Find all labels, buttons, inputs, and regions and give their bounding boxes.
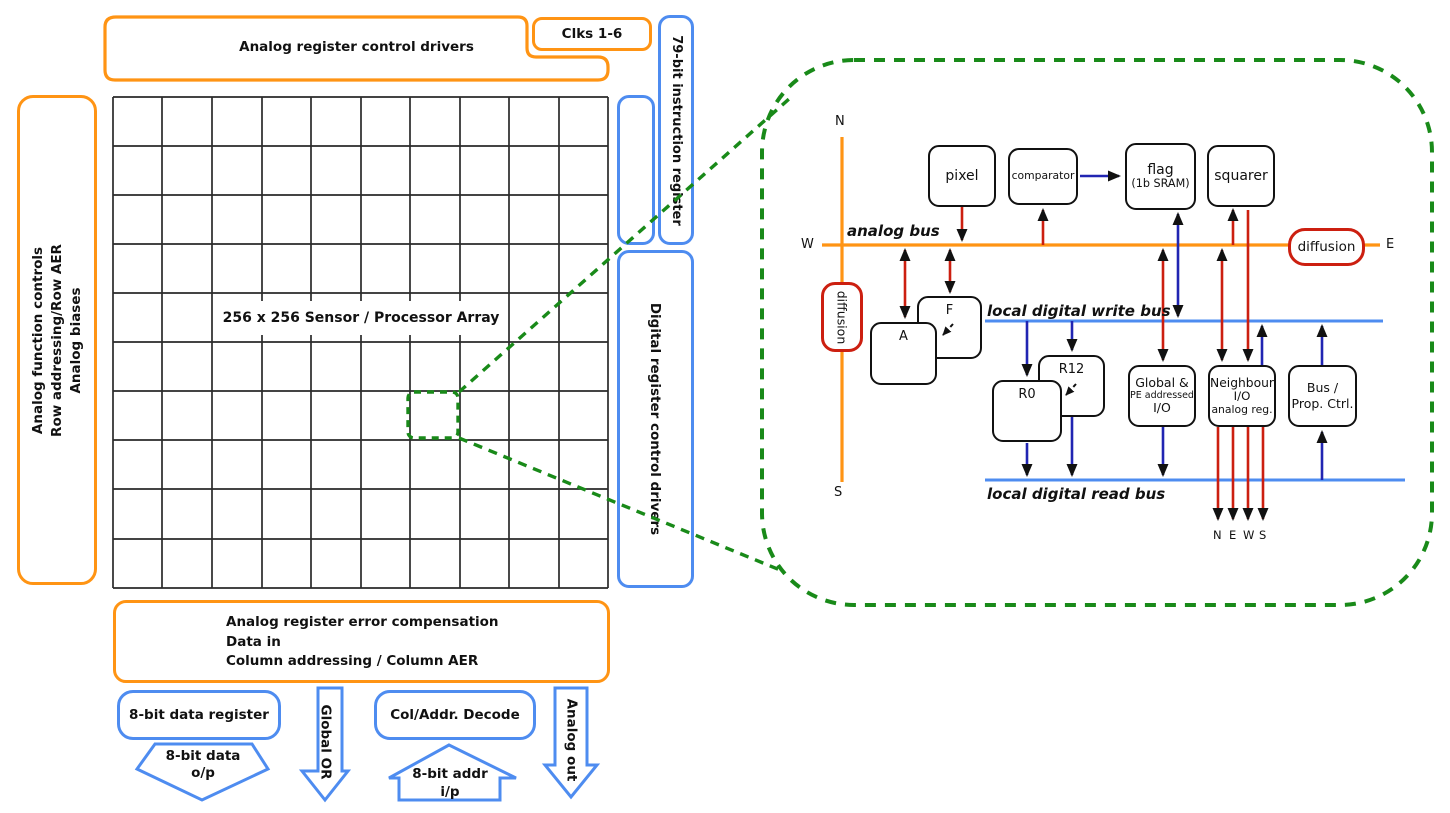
news-s: S: [1259, 528, 1267, 542]
global-or-arrow: [298, 686, 352, 803]
register-a-box: A: [870, 322, 937, 385]
pixel-box: pixel: [928, 145, 996, 207]
analog-function-controls-box: Analog function controls Row addressing/…: [17, 95, 97, 585]
unlabeled-driver-box: [617, 95, 655, 245]
comparator-box: comparator: [1008, 148, 1078, 205]
addr-in-label: 8-bit addr i/p: [412, 766, 488, 800]
diffusion-right-box: diffusion: [1288, 228, 1365, 266]
instruction-register-box: 79-bit instruction register: [658, 15, 694, 245]
data-register-box: 8-bit data register: [117, 690, 281, 740]
digital-drivers-box: Digital register control drivers: [617, 250, 694, 588]
read-bus-label: local digital read bus: [987, 485, 1166, 503]
write-bus-label: local digital write bus: [987, 302, 1171, 320]
addr-in-arrow: [388, 743, 517, 802]
data-out-label: 8-bit data o/p: [165, 748, 241, 781]
array-label: 256 x 256 Sensor / Processor Array: [218, 301, 504, 335]
instruction-register-label: 79-bit instruction register: [668, 34, 684, 226]
global-io-box: Global & PE addressed I/O: [1128, 365, 1196, 427]
side-label-line1: Analog function controls: [29, 246, 46, 434]
news-w: W: [1243, 528, 1255, 542]
compass-e: E: [1386, 237, 1395, 252]
column-box-line2: Data in: [226, 633, 281, 650]
digital-drivers-label: Digital register control drivers: [647, 302, 664, 536]
analog-drivers-box: [103, 15, 610, 82]
news-n: N: [1213, 528, 1222, 542]
neighbour-io-box: Neighbour I/O analog reg.: [1208, 365, 1276, 427]
register-r0-box: R0: [992, 380, 1062, 442]
sensor-array-grid: [112, 96, 609, 589]
analog-out-arrow: [541, 686, 601, 800]
analog-out-label: Analog out: [563, 698, 579, 782]
flag-box: flag (1b SRAM): [1125, 143, 1196, 210]
column-box-line1: Analog register error compensation: [226, 614, 499, 630]
diffusion-left-box: diffusion: [821, 282, 863, 352]
column-control-box: Analog register error compensation Data …: [113, 600, 610, 683]
bus-prop-ctrl-box: Bus / Prop. Ctrl.: [1288, 365, 1357, 427]
data-out-arrow: [134, 742, 271, 802]
compass-w: W: [801, 237, 814, 252]
global-or-label: Global OR: [317, 704, 333, 780]
clks-box: Clks 1-6: [532, 17, 652, 51]
compass-n: N: [835, 114, 845, 129]
side-label-line2: Row addressing/Row AER: [48, 243, 65, 437]
squarer-box: squarer: [1207, 145, 1275, 207]
side-label-line3: Analog biases: [67, 286, 84, 394]
col-addr-decode-box: Col/Addr. Decode: [374, 690, 536, 740]
news-e: E: [1229, 528, 1237, 542]
compass-s: S: [834, 485, 843, 500]
analog-bus-label: analog bus: [847, 222, 940, 240]
column-box-line3: Column addressing / Column AER: [226, 653, 479, 669]
analog-drivers-label: Analog register control drivers: [239, 39, 474, 55]
digital-arrows: [1021, 170, 1328, 480]
